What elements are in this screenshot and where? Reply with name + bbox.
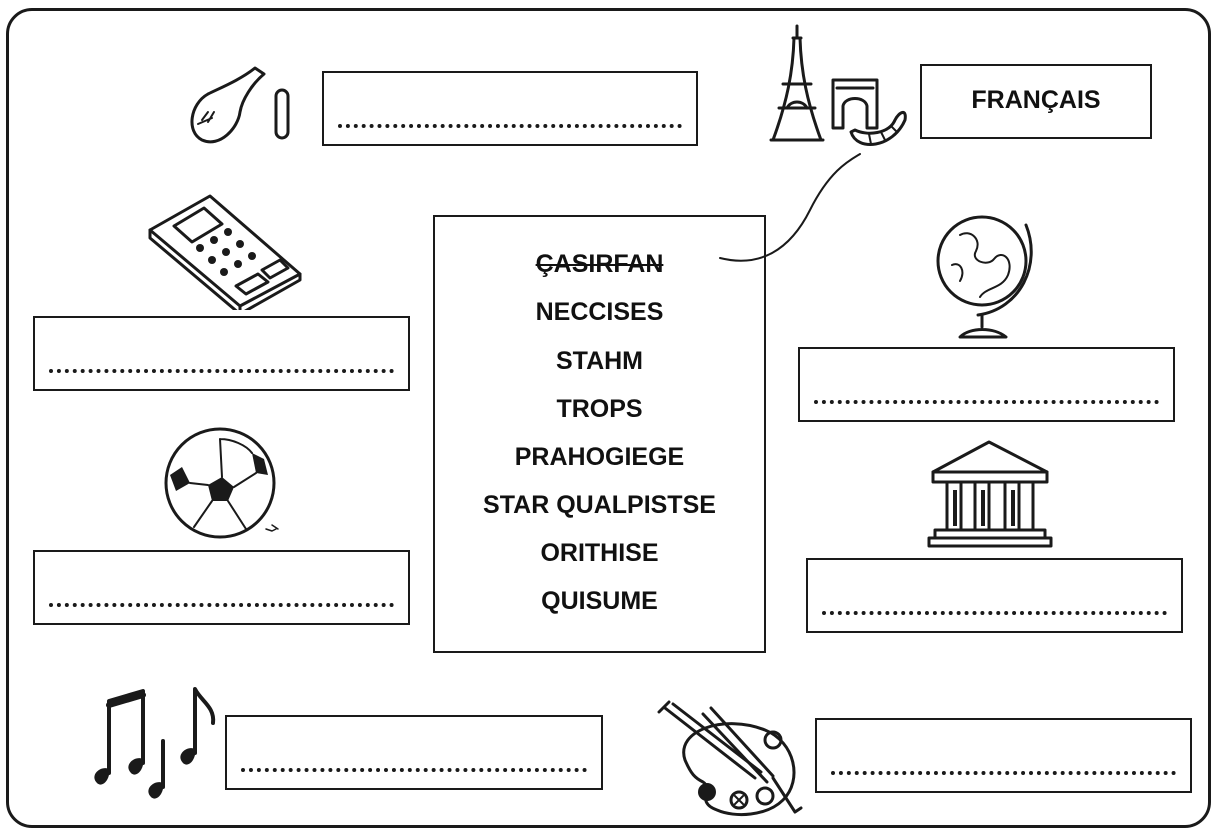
word-list-item: NECCISES xyxy=(535,298,664,326)
answer-connector-line xyxy=(719,153,861,262)
answer-text xyxy=(35,318,408,389)
temple-icon xyxy=(927,440,1053,548)
test-tube-flask-icon xyxy=(190,66,290,144)
answer-box-art[interactable] xyxy=(815,718,1192,793)
answer-box-history[interactable] xyxy=(806,558,1183,633)
answer-text xyxy=(808,560,1181,631)
music-notes-icon xyxy=(94,687,216,799)
paint-palette-icon xyxy=(657,700,803,817)
dotted-answer-line xyxy=(831,771,1176,775)
scrambled-word-list: ÇASIRFAN NECCISES STAHM TROPS PRAHOGIEGE… xyxy=(433,215,766,653)
word-list-item: ÇASIRFAN xyxy=(535,250,664,278)
answer-text xyxy=(800,349,1173,420)
eiffel-tower-arc-croissant-icon xyxy=(769,24,907,146)
dotted-answer-line xyxy=(49,369,394,373)
dotted-answer-line xyxy=(241,768,587,772)
answer-box-maths[interactable] xyxy=(33,316,410,391)
answer-text xyxy=(35,552,408,623)
word-list-item: ORITHISE xyxy=(540,539,659,567)
answer-box-sport[interactable] xyxy=(33,550,410,625)
dotted-answer-line xyxy=(49,603,394,607)
word-list-item: PRAHOGIEGE xyxy=(514,443,685,471)
answer-text xyxy=(324,73,696,144)
word-list-item: STAHM xyxy=(555,347,644,375)
answer-box-science[interactable] xyxy=(322,71,698,146)
dotted-answer-line xyxy=(338,124,682,128)
word-list-item: STAR QUALPISTSE xyxy=(483,491,716,519)
answer-text: FRANÇAIS xyxy=(971,86,1101,114)
answer-box-french[interactable]: FRANÇAIS xyxy=(920,64,1152,139)
answer-box-music[interactable] xyxy=(225,715,603,790)
answer-text xyxy=(227,717,601,788)
calculator-icon xyxy=(148,194,302,310)
dotted-answer-line xyxy=(814,400,1159,404)
word-list-item: QUISUME xyxy=(541,587,658,615)
worksheet-frame xyxy=(6,8,1211,828)
word-list-item: TROPS xyxy=(556,395,643,423)
dotted-answer-line xyxy=(822,611,1167,615)
answer-text xyxy=(817,720,1190,791)
answer-box-geography[interactable] xyxy=(798,347,1175,422)
globe-icon xyxy=(936,215,1033,339)
football-icon xyxy=(164,427,279,539)
